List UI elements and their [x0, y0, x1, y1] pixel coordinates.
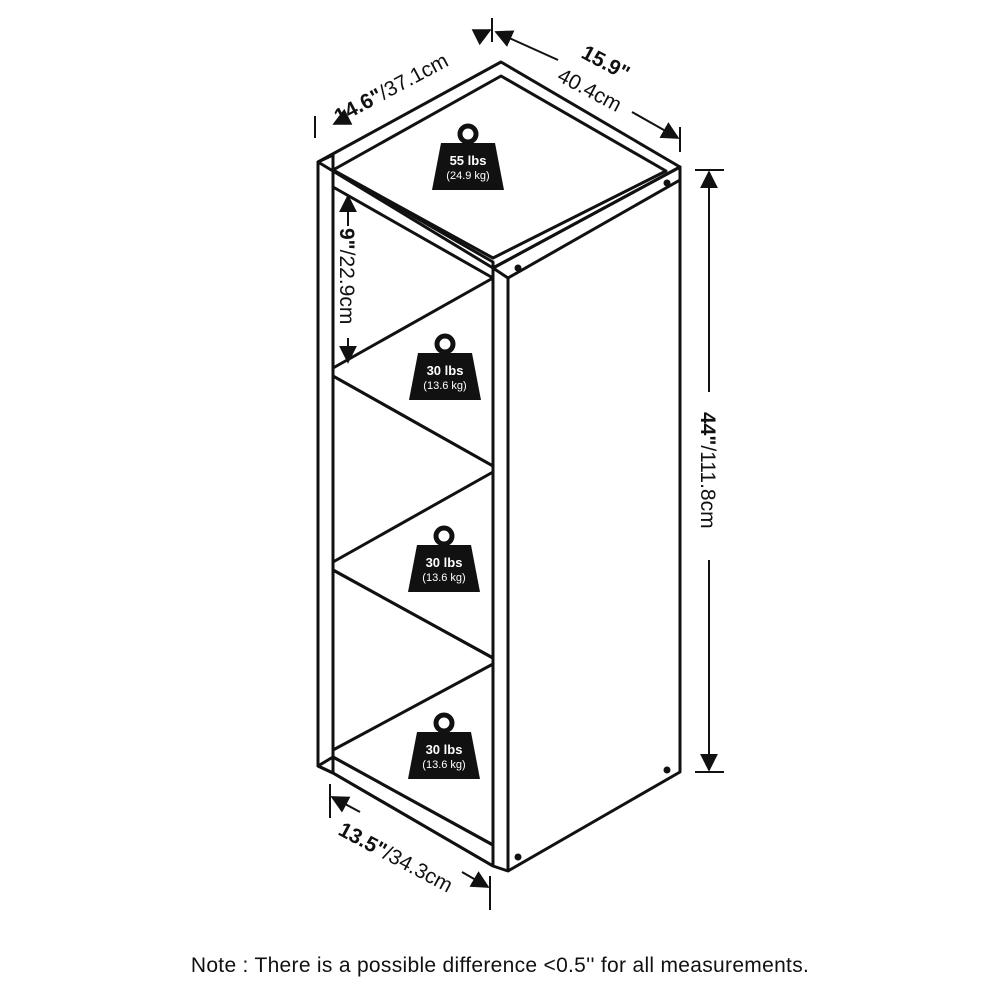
dimension-width-top: 15.9" 40.4cm [494, 30, 681, 152]
right-panel-back-edge [507, 178, 681, 280]
right-panel-top-edge [492, 266, 509, 280]
height-metric: /111.8cm [696, 445, 719, 528]
weight-shelf-1-lbs: 30 lbs [427, 363, 464, 378]
weight-shelf-2-lbs: 30 lbs [426, 555, 463, 570]
weight-bottom-lbs: 30 lbs [426, 742, 463, 757]
dimension-shelf-gap: 9"/22.9cm [335, 194, 358, 364]
weight-bottom-kg: (13.6 kg) [422, 759, 465, 771]
bookcase [316, 60, 682, 873]
svg-text:9"/22.9cm: 9"/22.9cm [335, 228, 358, 324]
weight-icon-shelf-1: 30 lbs (13.6 kg) [409, 333, 481, 400]
height-imperial: 44" [696, 412, 719, 445]
weight-top-kg: (24.9 kg) [446, 170, 489, 182]
weight-top-lbs: 55 lbs [450, 153, 487, 168]
shelf-gap-metric: /22.9cm [335, 250, 358, 325]
depth-bottom-metric: /34.3cm [380, 842, 457, 897]
bottom-board [316, 755, 495, 868]
screw-dot [663, 766, 671, 774]
shelf-gap-imperial: 9" [335, 228, 358, 250]
screw-dot [514, 264, 522, 272]
weight-shelf-2-kg: (13.6 kg) [422, 572, 465, 584]
left-side-panel [316, 153, 335, 775]
measurement-note: Note : There is a possible difference <0… [190, 954, 810, 977]
weight-icon-bottom: 30 lbs (13.6 kg) [408, 712, 480, 779]
svg-text:13.5"/34.3cm: 13.5"/34.3cm [335, 818, 457, 897]
weight-icon-top: 55 lbs (24.9 kg) [432, 123, 504, 190]
top-panel-inner [331, 74, 668, 260]
screw-dot [514, 853, 522, 861]
dimension-depth-top: 14.6"/37.1cm [314, 18, 493, 138]
svg-text:44"/111.8cm: 44"/111.8cm [696, 412, 719, 529]
weight-shelf-1-kg: (13.6 kg) [423, 380, 466, 392]
screw-dot [663, 179, 671, 187]
dimension-height: 44"/111.8cm [695, 169, 724, 773]
svg-text:14.6"/37.1cm: 14.6"/37.1cm [331, 49, 453, 128]
dimension-depth-bottom: 13.5"/34.3cm [329, 784, 491, 910]
right-side-panel [491, 165, 682, 873]
weight-icon-shelf-2: 30 lbs (13.6 kg) [408, 525, 480, 592]
